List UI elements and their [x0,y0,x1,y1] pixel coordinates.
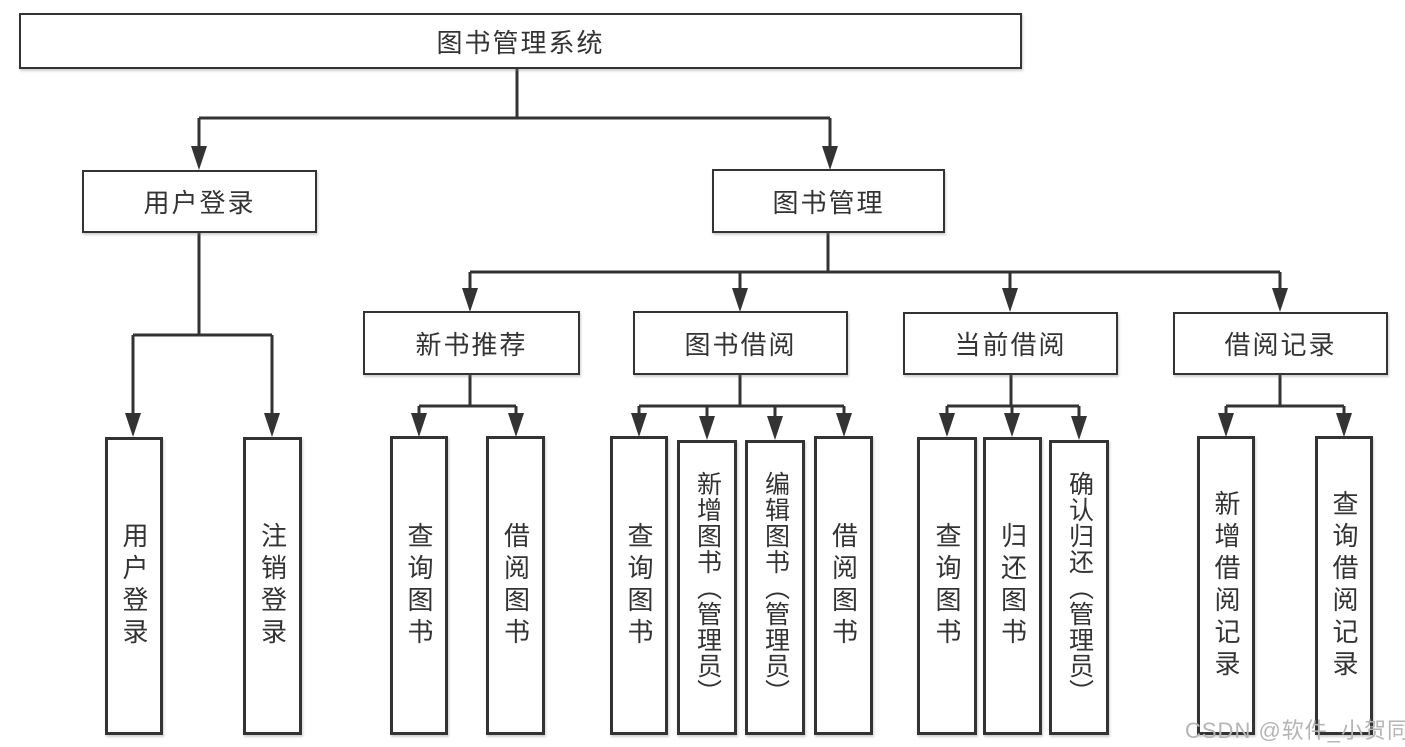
node-leaf-add-borrow-record: 新增借阅记录 [1197,436,1255,735]
node-leaf-add-books-admin: 新增图书（管理员） [677,440,737,735]
node-root: 图书管理系统 [19,13,1022,69]
node-new-book-recommend: 新书推荐 [363,311,580,375]
node-leaf-edit-books-admin: 编辑图书（管理员） [745,440,805,735]
node-leaf-query-books-current: 查询图书 [917,437,977,735]
node-leaf-borrow-books-recommend: 借阅图书 [486,436,545,735]
node-leaf-query-books-recommend: 查询图书 [390,436,448,735]
node-user-login: 用户登录 [82,170,317,233]
node-leaf-borrow-books: 借阅图书 [814,436,873,735]
node-leaf-confirm-return-admin: 确认归还（管理员） [1049,440,1109,735]
node-book-borrow: 图书借阅 [633,311,848,375]
node-leaf-logout: 注销登录 [243,437,302,735]
node-leaf-query-borrow-record: 查询借阅记录 [1315,436,1373,735]
node-current-borrow: 当前借阅 [903,312,1118,375]
node-leaf-user-login: 用户登录 [105,437,163,735]
node-leaf-return-books: 归还图书 [983,437,1042,735]
node-borrow-records: 借阅记录 [1173,312,1388,375]
node-book-management: 图书管理 [712,169,945,233]
node-leaf-query-books-borrow: 查询图书 [610,436,668,735]
